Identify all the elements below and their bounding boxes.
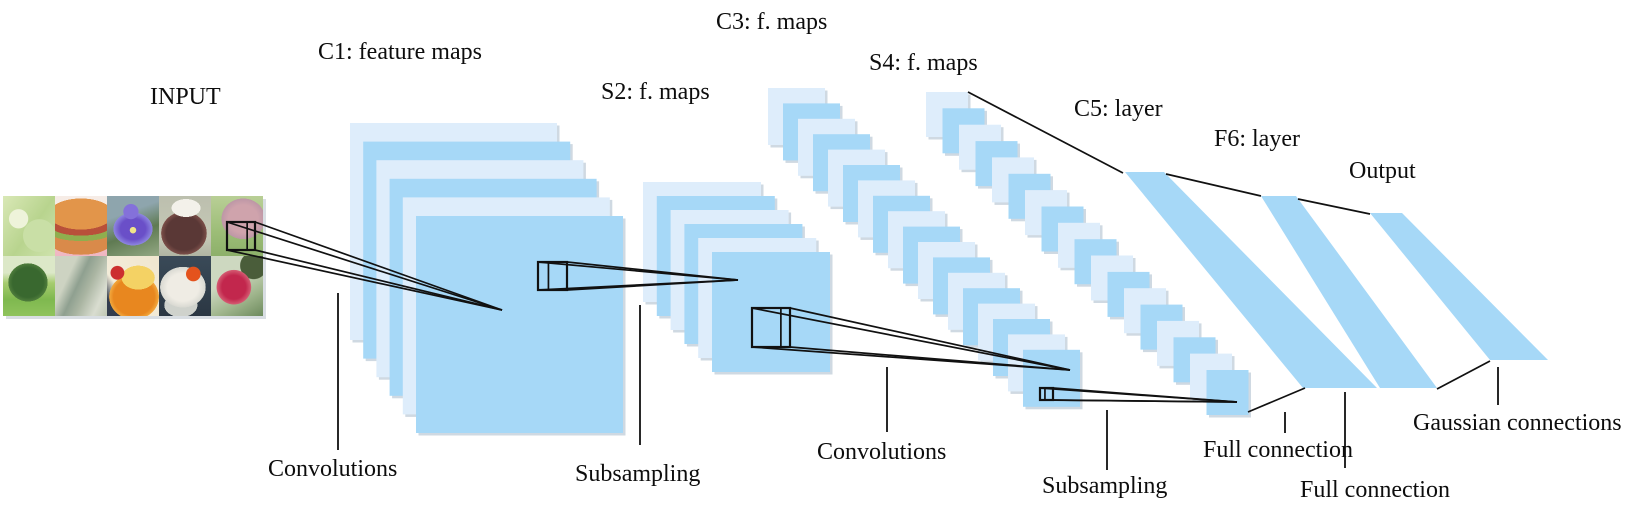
gaussian-connections-label: Gaussian connections — [1413, 410, 1622, 436]
input-label: INPUT — [150, 84, 221, 110]
input-photo-iris — [107, 196, 159, 256]
input-photo-tree — [3, 256, 55, 316]
c1-label: C1: feature maps — [318, 39, 482, 65]
c3-label: C3: f. maps — [716, 9, 828, 35]
input-photo-bird — [55, 256, 107, 316]
subsampling-label-2: Subsampling — [1042, 473, 1168, 499]
c1-feature-map-stack — [350, 123, 623, 433]
input-photo-goldfish — [159, 256, 211, 316]
output-label: Output — [1349, 158, 1416, 184]
convolutions-label-2: Convolutions — [817, 439, 947, 465]
output-layer-band — [1370, 213, 1548, 360]
s2-feature-map-stack — [643, 182, 830, 372]
c5-label: C5: layer — [1074, 96, 1163, 122]
c3-feature-map-stack — [768, 88, 1080, 407]
input-photo-orangebag — [107, 256, 159, 316]
convolutions-label-1: Convolutions — [268, 456, 398, 482]
input-photo-pomegranate — [211, 256, 263, 316]
s4-label: S4: f. maps — [869, 50, 978, 76]
input-photo-teapot — [159, 196, 211, 256]
full-connection-label-2: Full connection — [1300, 477, 1450, 503]
f6-layer-band — [1261, 196, 1437, 388]
subsampling-label-1: Subsampling — [575, 461, 701, 487]
full-connection-label-1: Full connection — [1203, 437, 1353, 463]
c5-layer-band — [1125, 172, 1377, 388]
f6-label: F6: layer — [1214, 126, 1300, 152]
input-photo-leaf — [3, 196, 55, 256]
input-photo-burger — [55, 196, 107, 256]
s2-label: S2: f. maps — [601, 79, 710, 105]
connection-lines-and-receptive-fields — [225, 91, 1499, 470]
s4-feature-map-stack — [926, 92, 1249, 415]
